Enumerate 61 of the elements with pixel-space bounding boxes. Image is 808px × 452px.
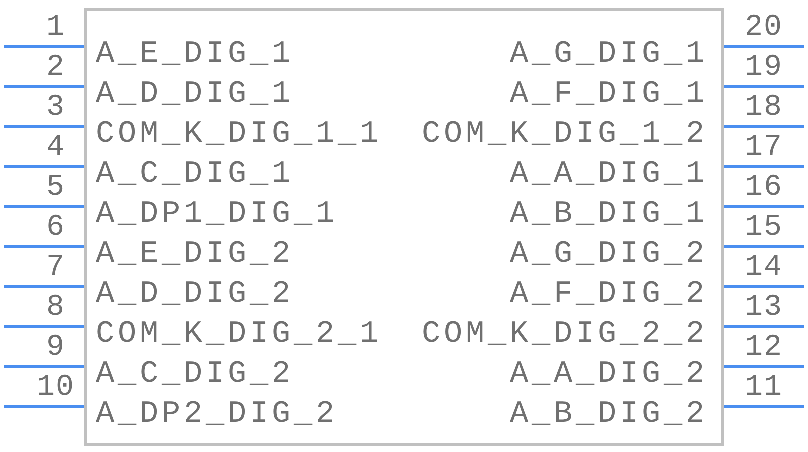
pin-name: COM_K_DIG_1_1 xyxy=(96,117,382,153)
pin-line xyxy=(4,406,84,408)
pin-line xyxy=(724,366,804,368)
pin-line xyxy=(4,86,84,88)
pin-number: 16 xyxy=(744,171,783,205)
pin-name: A_B_DIG_2 xyxy=(510,397,708,433)
pin-name: A_G_DIG_1 xyxy=(510,37,708,73)
pin-number: 10 xyxy=(36,371,75,405)
pin-name: A_E_DIG_1 xyxy=(96,37,294,73)
pin-number: 1 xyxy=(46,11,66,45)
pin-name: A_DP2_DIG_2 xyxy=(96,397,338,433)
pin-line xyxy=(724,326,804,328)
pin-name: A_C_DIG_1 xyxy=(96,157,294,193)
pin-number: 17 xyxy=(744,131,783,165)
pin-name: A_DP1_DIG_1 xyxy=(96,197,338,233)
pin-name: A_G_DIG_2 xyxy=(510,237,708,273)
pin-line xyxy=(724,126,804,128)
pin-line xyxy=(4,166,84,168)
pin-line xyxy=(4,326,84,328)
pin-name: A_C_DIG_2 xyxy=(96,357,294,393)
pin-number: 7 xyxy=(46,251,66,285)
pin-number: 14 xyxy=(744,251,783,285)
pin-number: 18 xyxy=(744,91,783,125)
pin-line xyxy=(724,46,804,48)
pin-number: 9 xyxy=(46,331,66,365)
pin-line xyxy=(724,246,804,248)
pin-name: COM_K_DIG_1_2 xyxy=(422,117,708,153)
pin-number: 2 xyxy=(46,51,66,85)
pin-number: 13 xyxy=(744,291,783,325)
pin-line xyxy=(724,286,804,288)
pin-number: 8 xyxy=(46,291,66,325)
pin-name: COM_K_DIG_2_1 xyxy=(96,317,382,353)
pin-name: A_B_DIG_1 xyxy=(510,197,708,233)
pin-line xyxy=(4,126,84,128)
pin-line xyxy=(4,286,84,288)
pin-name: A_A_DIG_2 xyxy=(510,357,708,393)
pin-name: A_A_DIG_1 xyxy=(510,157,708,193)
pin-line xyxy=(4,206,84,208)
pin-name: A_F_DIG_2 xyxy=(510,277,708,313)
pin-name: A_E_DIG_2 xyxy=(96,237,294,273)
pin-name: A_F_DIG_1 xyxy=(510,77,708,113)
pin-number: 5 xyxy=(46,171,66,205)
pin-line xyxy=(4,246,84,248)
pin-number: 3 xyxy=(46,91,66,125)
pin-line xyxy=(4,366,84,368)
ic-body xyxy=(84,8,724,446)
pin-number: 19 xyxy=(744,51,783,85)
pin-line xyxy=(4,46,84,48)
pin-name: A_D_DIG_1 xyxy=(96,77,294,113)
pin-number: 12 xyxy=(744,331,783,365)
pin-number: 20 xyxy=(744,11,783,45)
pin-number: 4 xyxy=(46,131,66,165)
pin-name: COM_K_DIG_2_2 xyxy=(422,317,708,353)
pin-name: A_D_DIG_2 xyxy=(96,277,294,313)
pin-number: 11 xyxy=(744,371,783,405)
pin-number: 6 xyxy=(46,211,66,245)
pin-line xyxy=(724,206,804,208)
pin-line xyxy=(724,166,804,168)
pin-line xyxy=(724,406,804,408)
pin-number: 15 xyxy=(744,211,783,245)
pin-line xyxy=(724,86,804,88)
